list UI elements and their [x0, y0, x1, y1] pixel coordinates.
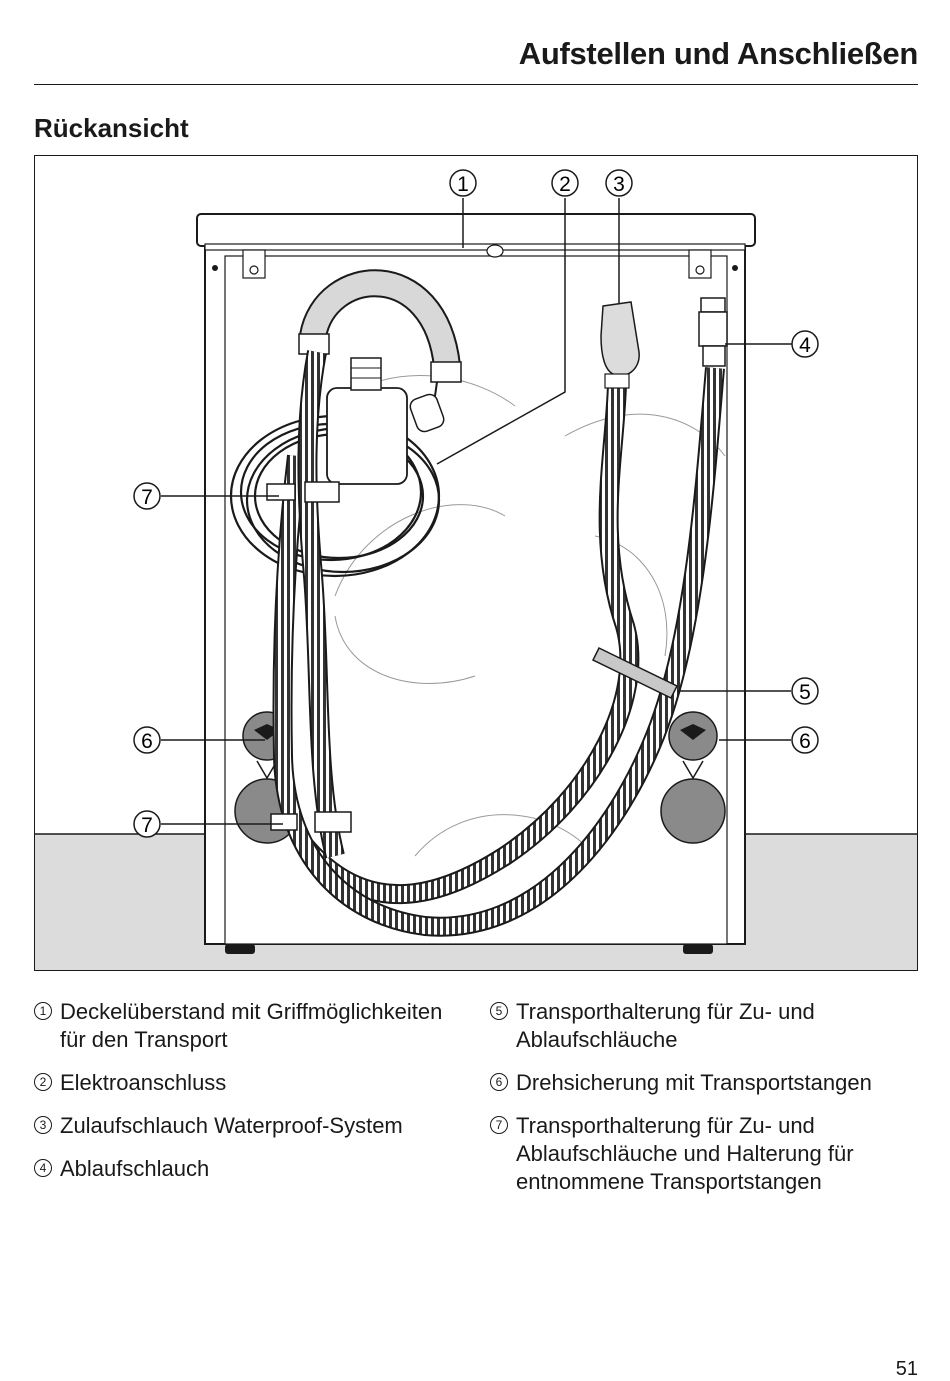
waterproof-valve-housing	[326, 357, 408, 485]
legend-left-column: 1 Deckelüberstand mit Griffmöglichkeiten…	[34, 998, 474, 1198]
drain-hose	[272, 367, 725, 937]
callout-1: 1	[449, 169, 477, 197]
legend-item: 5 Transporthalterung für Zu- und Ablaufs…	[490, 998, 920, 1054]
lid-overhang	[196, 213, 756, 279]
legend-number: 1	[34, 1002, 52, 1020]
hose-clip-lower	[270, 811, 352, 833]
legend-text: Zulaufschlauch Waterproof-System	[60, 1113, 403, 1138]
title-rule	[34, 84, 918, 85]
callout-leaders	[161, 198, 793, 825]
inlet-hose-connector	[600, 301, 640, 389]
page-number: 51	[895, 1358, 918, 1380]
legend-text: Transporthalterung für Zu- und Ablaufsch…	[516, 1113, 854, 1194]
callout-label: 7	[141, 814, 153, 837]
callout-6-left: 6	[133, 726, 161, 754]
callout-label: 6	[799, 730, 811, 753]
callout-7-lower: 7	[133, 810, 161, 838]
callout-4: 4	[791, 330, 819, 358]
transport-lock-right	[660, 711, 726, 844]
rear-view-figure: 1 2 3 4 5 6 6 7	[34, 155, 918, 971]
legend-item: 7 Transporthalterung für Zu- und Ablaufs…	[490, 1112, 920, 1196]
hose-clip-upper	[266, 481, 340, 503]
callout-label: 6	[141, 730, 153, 753]
callout-6-right: 6	[791, 726, 819, 754]
legend-number: 7	[490, 1116, 508, 1134]
callout-label: 7	[141, 486, 153, 509]
drain-hose-end	[698, 297, 728, 367]
legend-item: 1 Deckelüberstand mit Griffmöglichkeiten…	[34, 998, 474, 1054]
callout-label: 2	[559, 173, 571, 196]
callout-label: 4	[799, 334, 811, 357]
washing-machine-rear-illustration: 1 2 3 4 5 6 6 7	[35, 169, 917, 970]
power-plug	[409, 381, 445, 433]
legend-item: 4 Ablaufschlauch	[34, 1155, 474, 1183]
legend-text: Transporthalterung für Zu- und Ablaufsch…	[516, 999, 815, 1052]
legend-number: 5	[490, 1002, 508, 1020]
legend-number: 4	[34, 1159, 52, 1177]
callout-5: 5	[791, 677, 819, 705]
legend-text: Deckelüberstand mit Griffmöglichkeiten f…	[60, 999, 443, 1052]
inlet-hose-upper	[297, 350, 345, 859]
callout-label: 5	[799, 681, 811, 704]
callout-label: 1	[457, 173, 469, 196]
legend-number: 2	[34, 1073, 52, 1091]
section-heading: Rückansicht	[34, 113, 189, 143]
chapter-title: Aufstellen und Anschließen	[518, 36, 919, 71]
legend-item: 6 Drehsicherung mit Transportstangen	[490, 1069, 920, 1097]
legend-item: 3 Zulaufschlauch Waterproof-System	[34, 1112, 474, 1140]
legend-item: 2 Elektroanschluss	[34, 1069, 474, 1097]
inlet-u-hose	[298, 269, 462, 383]
transport-bracket-hoses	[591, 647, 679, 699]
legend-number: 3	[34, 1116, 52, 1134]
callout-2: 2	[551, 169, 579, 197]
legend-number: 6	[490, 1073, 508, 1091]
legend-text: Ablaufschlauch	[60, 1156, 210, 1181]
inlet-hose	[297, 383, 640, 905]
legend-text: Drehsicherung mit Transportstangen	[516, 1070, 872, 1095]
legend-right-column: 5 Transporthalterung für Zu- und Ablaufs…	[490, 998, 920, 1211]
callout-3: 3	[605, 169, 633, 197]
legend-text: Elektroanschluss	[60, 1070, 227, 1095]
callout-label: 3	[613, 173, 625, 196]
callout-7-upper: 7	[133, 482, 161, 510]
